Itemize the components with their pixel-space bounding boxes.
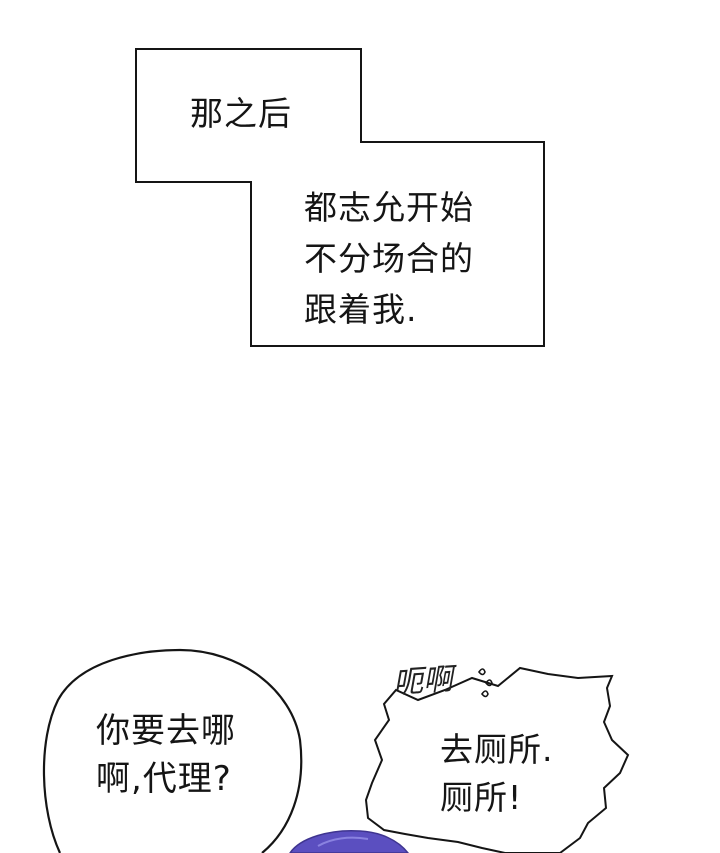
caption-body-line: 跟着我. (304, 290, 418, 329)
question-line: 啊,代理? (96, 759, 232, 799)
caption-line-1: 那之后 (190, 94, 292, 133)
caption-box-border (135, 48, 545, 347)
question-bubble-outline (42, 648, 303, 853)
answer-bubble-outline (364, 666, 630, 853)
caption-body-line: 不分场合的 (304, 239, 474, 278)
question-bubble-text: 你要去哪 啊,代理? (96, 707, 236, 803)
sound-effect-text: 呃啊 (391, 661, 455, 702)
answer-line: 去厕所. (440, 730, 554, 769)
caption-body: 都志允开始 不分场合的 跟着我. (304, 182, 474, 335)
character-hair-highlight (317, 836, 369, 847)
answer-bubble-text: 去厕所. 厕所! (440, 726, 554, 822)
caption-body-line: 都志允开始 (304, 188, 474, 227)
answer-line: 厕所! (440, 778, 523, 817)
character-hair (289, 829, 409, 853)
question-line: 你要去哪 (96, 711, 236, 751)
sweat-drop-icon (478, 668, 493, 698)
